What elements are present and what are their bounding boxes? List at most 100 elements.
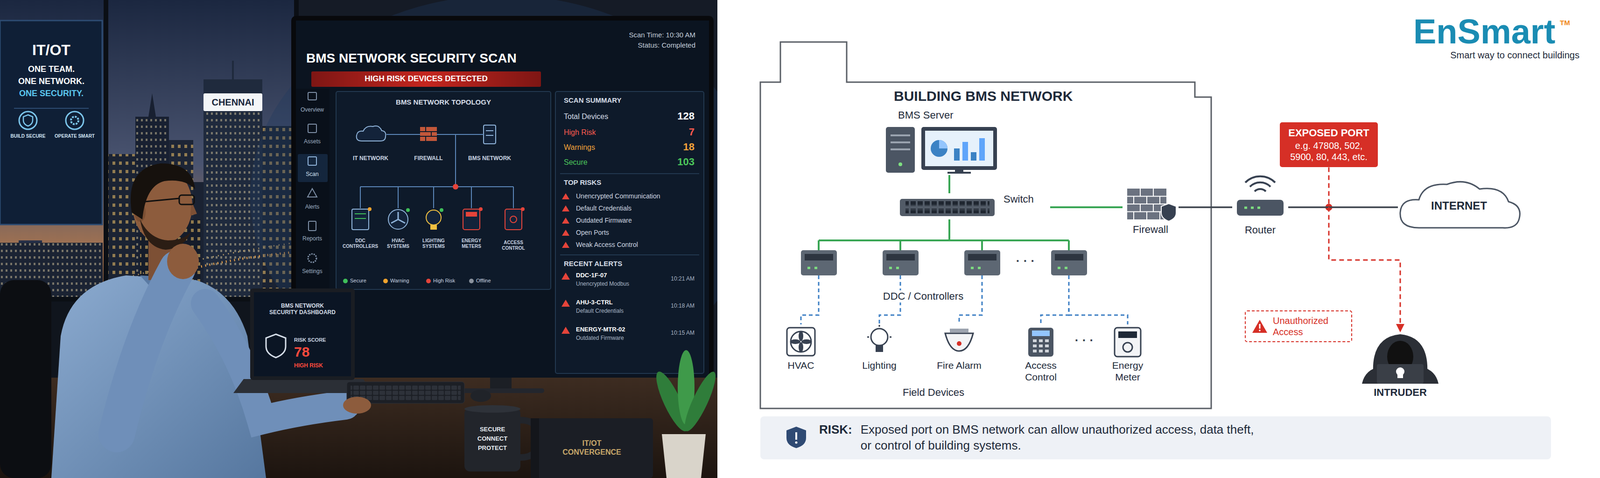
monitor: [406, 208, 410, 212]
office-scene: [19, 111, 37, 130]
desk-items: [343, 350, 721, 478]
risk-banner: RISK:Exposed port on BMS network can all…: [760, 416, 1551, 460]
node-label: Fire Alarm: [931, 359, 988, 372]
network-diagram: [954, 148, 960, 161]
network-diagram: [945, 333, 974, 351]
alert-box: Unauthorized Access: [1244, 310, 1353, 343]
risk-item: Weak Access Control: [575, 240, 639, 249]
laptop: [233, 288, 374, 393]
topology-label: FIREWALL: [414, 154, 443, 162]
network-diagram: [800, 250, 837, 276]
screen-title: BMS NETWORK SECURITY SCAN: [306, 50, 517, 67]
network-diagram: [886, 253, 915, 261]
desk-items: [470, 389, 492, 402]
monitor: [336, 91, 551, 290]
risk-score: 78: [294, 343, 310, 361]
summary-value: 128: [677, 110, 695, 123]
network-diagram: [962, 141, 969, 161]
network-diagram: [1236, 199, 1284, 216]
node-label: EXPOSED PORT: [1288, 126, 1370, 140]
network-diagram: [1244, 206, 1261, 210]
shield-icon: [786, 426, 807, 449]
topology-label: IT NETWORK: [352, 154, 389, 162]
warning-icon: [1251, 318, 1269, 334]
risk-item: Open Ports: [575, 228, 610, 237]
node-label: e.g. 47808, 502, 5900, 80, 443, etc.: [1285, 140, 1373, 163]
router-node: Router: [1232, 177, 1289, 236]
network-diagram: [790, 339, 801, 344]
shield-icon: [785, 425, 808, 450]
network-diagram: [949, 328, 969, 333]
network-diagram: [818, 233, 1069, 251]
network-diagram: [818, 275, 1069, 309]
summary-label: Secure: [563, 157, 588, 167]
monitor: [439, 208, 444, 212]
alert-device: DDC-1F-07: [575, 271, 607, 280]
monitor: [560, 173, 700, 255]
network-diagram: [798, 342, 804, 353]
network-diagram: [890, 135, 911, 150]
desk-items: [661, 434, 706, 478]
network-diagram: [968, 253, 997, 261]
person: [0, 280, 52, 478]
network-diagram: [925, 130, 994, 167]
desk-items: [679, 368, 721, 435]
field-device: HVAC: [772, 324, 829, 386]
topology-label: DDC CONTROLLERS: [342, 238, 379, 250]
monitor: [354, 213, 366, 219]
summary-label: High Risk: [563, 127, 596, 137]
node-label: BMS Server: [898, 109, 954, 122]
menu-item: Settings: [301, 267, 323, 275]
laptop: [253, 292, 351, 377]
alert-time: 10:21 AM: [670, 275, 695, 282]
legend-label: Warning: [390, 277, 410, 284]
server-node: BMS Server: [882, 107, 999, 176]
network-diagram: [921, 126, 997, 170]
network-diagram: [939, 140, 948, 149]
laptop: [250, 288, 355, 380]
network-diagram: [1161, 203, 1177, 222]
person: [130, 163, 196, 220]
connector: [1068, 308, 1128, 325]
node-label: HVAC: [772, 359, 829, 372]
connector: [879, 308, 901, 325]
network-diagram: [1032, 340, 1049, 351]
internet-cloud: INTERNET: [1397, 182, 1521, 232]
network-diagram: [790, 331, 812, 352]
desk-items: [343, 396, 372, 414]
person: [167, 243, 199, 280]
monitor: [391, 211, 406, 224]
poster-text: ONE SECURITY.: [19, 88, 84, 99]
network-diagram: [717, 0, 1600, 478]
node-label: Router: [1244, 224, 1276, 237]
monitor: [426, 210, 442, 225]
node-label: Unauthorized Access: [1272, 315, 1334, 338]
network-diagram: [1122, 342, 1133, 352]
panel-title: TOP RISKS: [563, 178, 602, 187]
network-diagram: [1127, 188, 1167, 220]
monitor: [351, 209, 369, 230]
network-diagram: [1376, 364, 1424, 384]
network-diagram: [964, 250, 1001, 276]
node-label: INTERNET: [1431, 199, 1488, 213]
desk-items: [350, 384, 461, 401]
network-diagram: [905, 201, 990, 206]
poster-text: IT/OT: [32, 41, 71, 59]
mug-text: PROTECT: [477, 444, 507, 452]
monitor: [367, 207, 372, 211]
office-scene: [0, 20, 103, 225]
monitor: [483, 125, 496, 144]
summary-value: 103: [677, 155, 695, 169]
network-diagram: [947, 171, 971, 174]
notebook-title: IT/OT CONVERGENCE: [556, 438, 627, 457]
poster-text: ONE TEAM.: [28, 64, 75, 75]
poster-text: BUILD SECURE: [10, 133, 46, 140]
monitor: [430, 224, 437, 230]
network-diagram: [870, 328, 888, 346]
network-diagram: [760, 42, 1212, 409]
connector: [948, 219, 951, 234]
office-scene: [103, 0, 109, 299]
node-label: Field Devices: [902, 386, 965, 399]
intruder-node: INTRUDER: [1353, 332, 1447, 403]
